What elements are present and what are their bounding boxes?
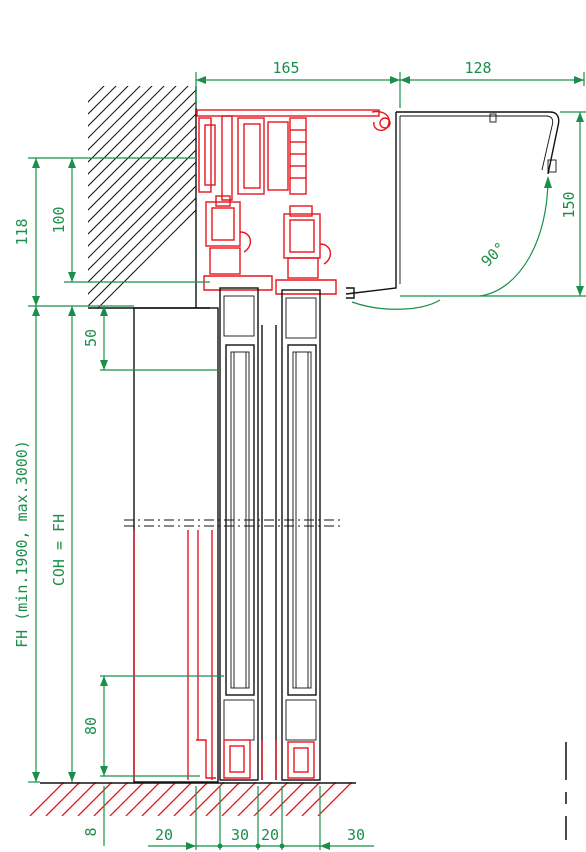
dim-bottom-20b: 20 [261,826,279,844]
dim-left-100: 100 [50,206,68,233]
dim-bottom-30b: 30 [347,826,365,844]
dim-angle: 90° [478,239,510,271]
dim-bottom-20: 20 [155,826,173,844]
cover-profile [345,111,560,299]
top-track-profile [196,109,391,201]
dim-bottom-30a: 30 [231,826,249,844]
break-line [124,519,340,527]
dim-right-150: 150 [560,191,578,218]
wall-jamb [133,307,219,783]
wall-hatching [88,86,210,309]
floor-hatching [29,782,356,816]
roller-carriage-left [203,195,273,291]
dim-top-128: 128 [464,59,491,77]
dim-left-fh: FH (min.1900, max.3000) [13,440,31,648]
dim-left-50: 50 [82,329,100,347]
door-leaf-outer [219,287,259,781]
roller-carriage-right [275,205,337,295]
dimension-lines [28,72,586,850]
dim-left-8: 8 [82,827,100,836]
floor-guide-profile [133,530,315,780]
door-leaf-inner [281,289,321,781]
dim-left-118: 118 [13,218,31,245]
dim-top-165: 165 [272,59,299,77]
dim-left-80: 80 [82,717,100,735]
dim-left-coh: COH = FH [50,514,68,586]
